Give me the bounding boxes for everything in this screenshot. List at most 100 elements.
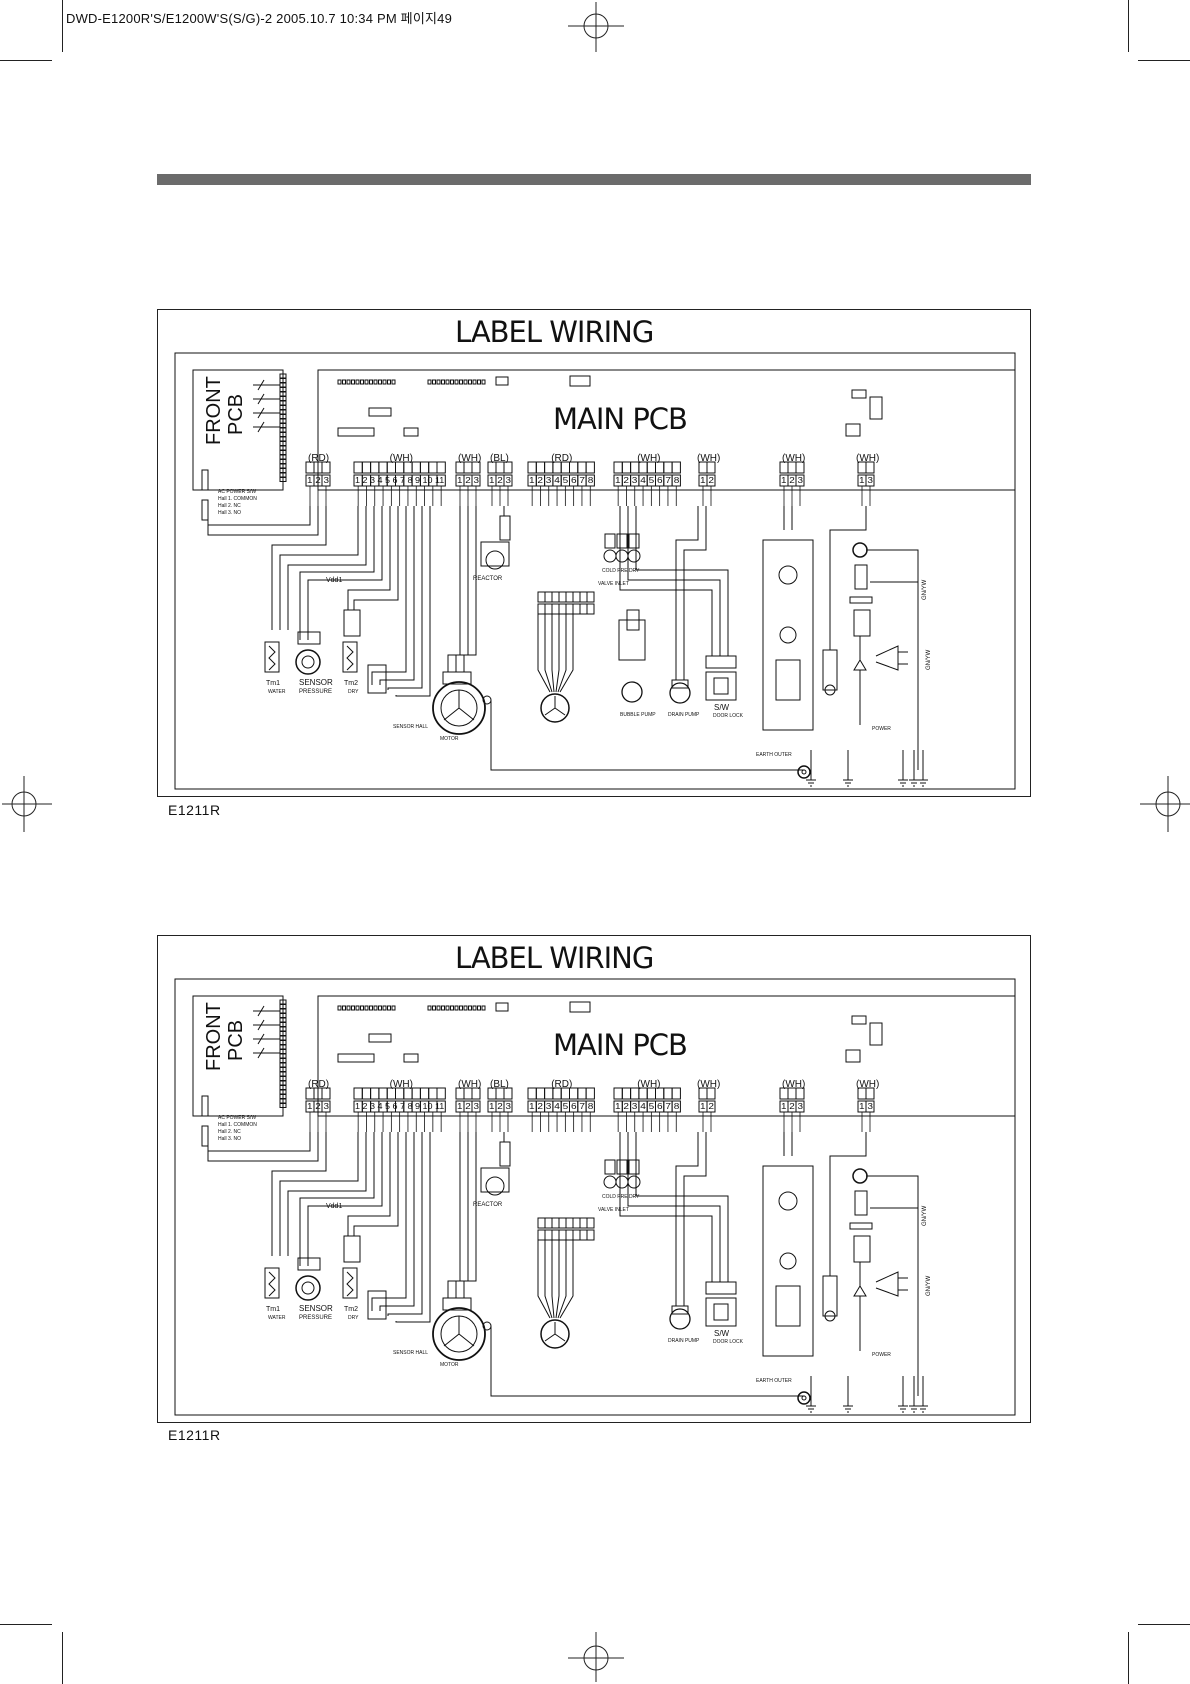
connector-color-label: (WH) — [390, 453, 413, 464]
front-pcb-box — [192, 369, 284, 491]
connector-pin — [558, 1217, 567, 1229]
drain-pump-circle — [669, 682, 691, 704]
wire — [387, 506, 423, 690]
wire — [551, 614, 555, 693]
wire — [866, 549, 919, 770]
wire — [619, 506, 713, 656]
pcb-header-pin — [342, 379, 346, 385]
connector-pin — [343, 609, 361, 637]
pcb-header-pin — [454, 1005, 459, 1011]
connector-pin — [353, 1087, 363, 1100]
heater-element — [779, 1252, 797, 1270]
pcb-header — [337, 1053, 375, 1063]
connector-pin — [586, 1229, 595, 1241]
wire — [544, 614, 553, 693]
pcb-header — [869, 1022, 883, 1046]
pcb-header-pin — [382, 1005, 387, 1011]
wash-motor-circle — [540, 693, 570, 723]
heater-thermostat — [778, 565, 798, 585]
thermistor-symbol — [268, 1271, 276, 1297]
wire — [555, 1240, 560, 1319]
wire — [537, 614, 551, 693]
connector-pin-numbers: 1 2 — [700, 476, 715, 485]
connector-pin — [503, 461, 513, 474]
connector-pin — [558, 1229, 567, 1241]
bus-bar — [849, 1222, 873, 1230]
pcb-header-pin — [432, 1005, 436, 1011]
connector-pin — [370, 1087, 380, 1100]
valve-inlet-label: VALVE INLET — [598, 1207, 629, 1213]
connector-color-label: (BL) — [490, 1079, 509, 1090]
hall-sensor-connector — [367, 664, 387, 694]
connector-pin — [579, 591, 588, 603]
connector-pin — [321, 1087, 331, 1100]
earth-label: EARTH OUTER — [756, 1378, 792, 1384]
wire — [675, 1132, 699, 1306]
connector-color-label: (WH) — [390, 1079, 413, 1090]
crop-mark — [0, 60, 52, 61]
wire — [271, 506, 327, 630]
wire — [371, 1132, 407, 1311]
wire — [675, 506, 699, 680]
connector-pin — [428, 1087, 438, 1100]
small-label: Hall 3. NO — [218, 510, 241, 516]
connector-pin — [586, 1217, 595, 1229]
connector-pin-numbers: 1 2 3 — [307, 476, 330, 485]
wire — [353, 506, 399, 610]
pcb-header-pin — [459, 1005, 463, 1011]
sw-label: S/W — [714, 1329, 730, 1338]
sensor-hall-label: SENSOR HALL — [393, 724, 428, 730]
valve-coil — [627, 549, 641, 563]
print-header: DWD-E1200R'S/E1200W'S(S/G)-2 2005.10.7 1… — [66, 11, 452, 26]
heater-dashed-box — [762, 1165, 814, 1357]
connector-color-label: (RD) — [551, 1079, 572, 1090]
earth-wire — [490, 1326, 804, 1397]
valve-coil — [615, 1175, 629, 1189]
pcb-header-pin — [454, 379, 459, 385]
wire — [257, 393, 265, 405]
drain-pump-label: DRAIN PUMP — [668, 1338, 700, 1344]
connector-pin — [321, 461, 331, 474]
connector-pin — [411, 461, 421, 474]
motor-connector — [442, 671, 472, 685]
motor-label: MOTOR — [440, 736, 459, 742]
water-label: WATER — [268, 689, 286, 695]
wire — [257, 421, 265, 433]
connector-color-label: (WH) — [637, 453, 660, 464]
wash-motor-circle — [540, 1319, 570, 1349]
thermistor-symbol — [268, 645, 276, 671]
pcb-header-pin — [378, 379, 382, 385]
connector-pin — [579, 1229, 588, 1241]
pcb-header-pin — [472, 1005, 477, 1011]
motor-label: MOTOR — [440, 1362, 459, 1368]
connector-pin — [544, 591, 553, 603]
wire — [447, 1132, 461, 1298]
connector-pin — [706, 1087, 716, 1100]
noise-filter — [822, 1275, 838, 1317]
front-pcb-label: FRONT — [203, 376, 225, 445]
connector-pin-numbers: 1 2 3 — [457, 1102, 480, 1111]
connector-pin — [279, 1049, 287, 1054]
wire — [557, 614, 567, 693]
connector-pin — [537, 591, 546, 603]
tm2-label: Tm2 — [344, 1306, 358, 1313]
valve-coil — [615, 549, 629, 563]
pressure-label: PRESSURE — [299, 1315, 332, 1321]
pcb-header-pin — [355, 1005, 360, 1011]
pressure-label: PRESSURE — [299, 689, 332, 695]
connector-pin — [604, 1159, 616, 1175]
connector-pin — [565, 603, 574, 615]
connector-pin — [544, 603, 553, 615]
pcb-header-pin — [472, 379, 477, 385]
wire — [207, 1132, 319, 1162]
pcb-header — [337, 427, 375, 437]
wire — [347, 506, 391, 610]
connector-color-label: (WH) — [697, 453, 720, 464]
valve-coil — [627, 1175, 641, 1189]
pcb-header-pin — [463, 1005, 468, 1011]
connector-pin — [671, 461, 681, 474]
crop-mark — [62, 1632, 63, 1684]
valve-labels: COLD PRE DRY — [602, 1194, 640, 1200]
wire — [257, 1033, 265, 1045]
wire — [271, 1132, 327, 1256]
